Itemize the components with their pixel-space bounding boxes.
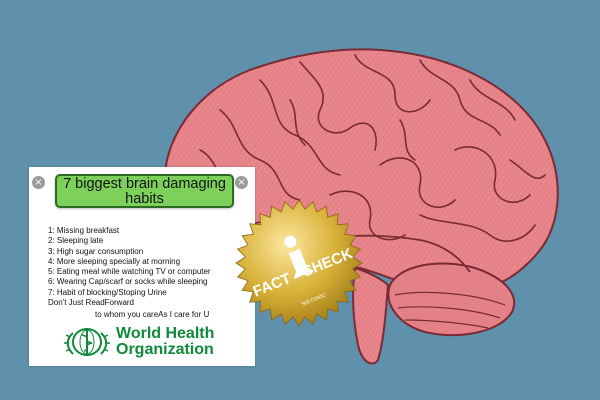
close-icon[interactable]: × [32,176,45,189]
list-item: 5: Eating meal while watching TV or comp… [48,267,211,277]
org-line1: World Health [116,325,215,342]
who-emblem-icon [64,328,110,356]
card-title-line1: 7 biggest brain damaging [63,176,226,192]
habits-list: 1: Missing breakfast 2: Sleeping late 3:… [48,226,258,298]
list-item: 4: More sleeping specially at morning [48,256,181,266]
list-item: 2: Sleeping late [48,236,104,246]
org-line2: Organization [116,341,214,358]
footer-line2: to whom you careAs I care for U [95,310,210,319]
close-icon[interactable]: × [235,176,248,189]
organization-name: World Health Organization [116,326,214,358]
title-bubble: 7 biggest brain damaging habits [55,174,234,208]
list-item: 6: Wearing Cap/scarf or socks while slee… [48,277,208,287]
list-item: 7: Habit of blocking/Stoping Urine [48,287,167,297]
card-title-line2: habits [125,191,164,207]
list-item: 1: Missing breakfast [48,226,120,235]
footer-line1: Don't Just ReadForward [48,298,135,307]
fact-check-badge: FACT - CHECK 500 ПЛЮС [235,199,363,327]
list-item: 3: High sugar consumption [48,246,144,256]
